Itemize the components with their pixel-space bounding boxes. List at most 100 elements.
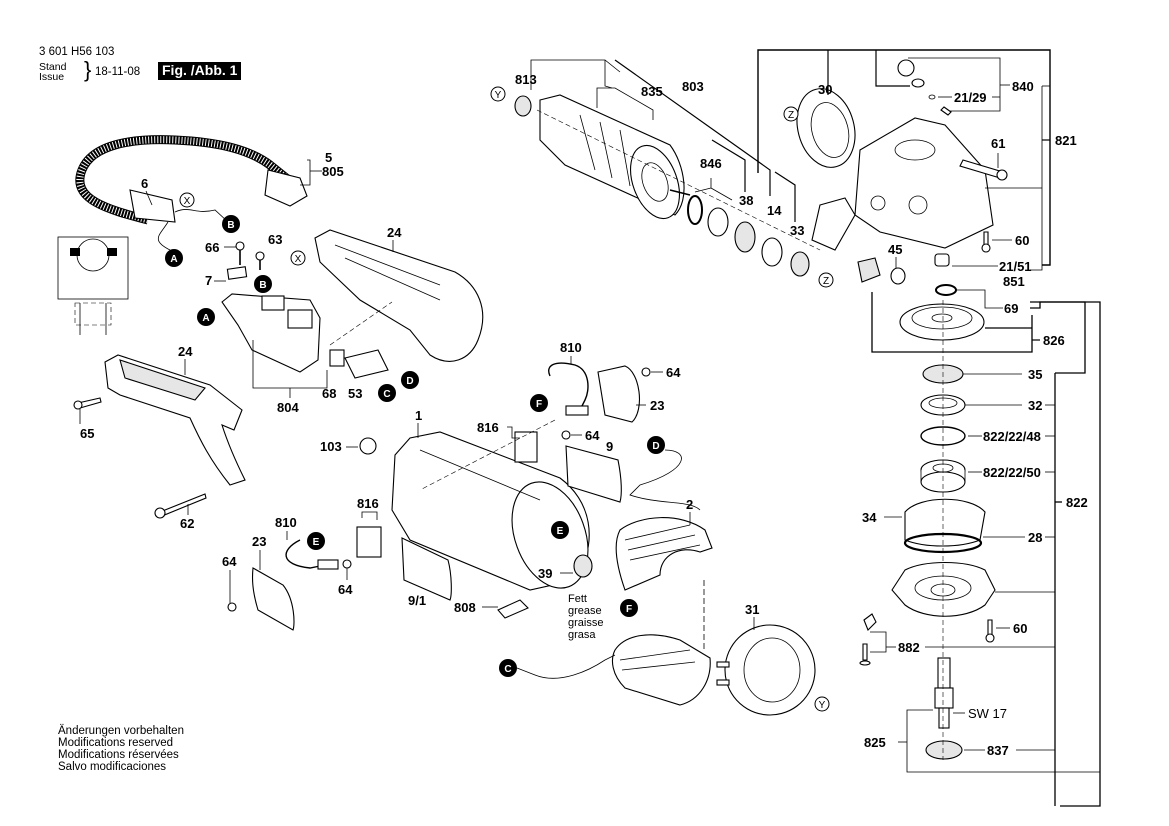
marker-Z-bearing: Z <box>818 272 834 288</box>
stand-issue-label: Stand Issue <box>39 61 67 83</box>
label-64-c: 64 <box>338 582 353 597</box>
label-63: 63 <box>268 232 282 247</box>
stand-label: Stand <box>39 61 67 73</box>
label-60-lower: 60 <box>1013 621 1027 636</box>
label-23-lower: 23 <box>252 534 266 549</box>
label-39: 39 <box>538 566 552 581</box>
marker-D-coil: D <box>647 436 665 454</box>
svg-text:F: F <box>536 399 542 410</box>
label-816-lower: 816 <box>357 496 379 511</box>
svg-text:D: D <box>406 376 413 387</box>
plate-808 <box>497 599 529 619</box>
issue-date: 18-11-08 <box>95 66 141 78</box>
bevel-gear-pinion-30 <box>796 88 856 168</box>
switch-assembly <box>221 266 389 379</box>
plate-9-1 <box>401 537 452 601</box>
label-1: 1 <box>415 408 422 423</box>
marker-C-coil: C <box>499 659 517 677</box>
svg-text:F: F <box>626 604 632 615</box>
label-24-lower: 24 <box>178 344 193 359</box>
brush-holder-lower <box>356 526 382 558</box>
label-38: 38 <box>739 193 753 208</box>
marker-B-upper: B <box>222 215 240 233</box>
label-21-51: 21/51 <box>999 259 1032 274</box>
label-68: 68 <box>322 386 336 401</box>
label-825: 825 <box>864 735 886 750</box>
bearing-813 <box>514 95 532 117</box>
label-810-lower: 810 <box>275 515 297 530</box>
label-840: 840 <box>1012 79 1034 94</box>
marker-C-switch: C <box>378 384 396 402</box>
label-805: 805 <box>322 164 344 179</box>
label-34: 34 <box>862 510 877 525</box>
wiring-schematic <box>57 236 129 335</box>
marker-Y-armature: Y <box>490 86 506 102</box>
marker-E-lower: E <box>307 532 325 550</box>
label-9: 9 <box>606 439 613 454</box>
clamp-ring-34 <box>904 498 986 547</box>
label-60-upper: 60 <box>1015 233 1029 248</box>
label-53: 53 <box>348 386 362 401</box>
label-61: 61 <box>991 136 1005 151</box>
air-guide-ring-31 <box>716 624 816 716</box>
label-24-upper: 24 <box>387 225 402 240</box>
svg-text:A: A <box>170 254 177 265</box>
label-66: 66 <box>205 240 219 255</box>
field-coil-upper <box>615 517 713 591</box>
bearing-39 <box>573 554 593 578</box>
marker-B-lower: B <box>254 275 272 293</box>
label-822: 822 <box>1066 495 1088 510</box>
marker-E-housing: E <box>551 521 569 539</box>
pinion <box>857 257 881 283</box>
marker-Y-ring: Y <box>814 696 830 712</box>
label-810-upper: 810 <box>560 340 582 355</box>
label-851: 851 <box>1003 274 1025 289</box>
notice-fr: Modifications réservées <box>58 749 179 761</box>
marker-F-coil: F <box>620 599 638 617</box>
label-2: 2 <box>686 497 693 512</box>
label-803: 803 <box>682 79 704 94</box>
label-23-upper: 23 <box>650 398 664 413</box>
handle-half-lower <box>104 354 246 486</box>
svg-text:Y: Y <box>495 90 502 101</box>
svg-text:E: E <box>313 537 320 548</box>
label-45: 45 <box>888 242 902 257</box>
label-32: 32 <box>1028 398 1042 413</box>
label-5: 5 <box>325 150 332 165</box>
notice-es: Salvo modificaciones <box>58 761 167 773</box>
label-35: 35 <box>1028 367 1042 382</box>
marker-F-upper: F <box>530 394 548 412</box>
label-64-a: 64 <box>666 365 681 380</box>
label-835: 835 <box>641 84 663 99</box>
svg-text:B: B <box>259 280 266 291</box>
brace-glyph: } <box>84 57 92 82</box>
marker-Z-gear: Z <box>783 106 799 122</box>
flange-nut-837 <box>925 740 963 760</box>
svg-text:C: C <box>504 664 511 675</box>
label-813: 813 <box>515 72 537 87</box>
dust-filter <box>811 197 856 251</box>
gear-housing <box>854 117 994 249</box>
label-882: 882 <box>898 640 920 655</box>
figure-label: Fig. /Abb. 1 <box>158 62 242 80</box>
label-816-upper: 816 <box>477 420 499 435</box>
label-7: 7 <box>205 273 212 288</box>
document-number: 3 601 H56 103 <box>39 46 115 58</box>
issue-label: Issue <box>39 71 65 83</box>
spindle <box>934 657 954 729</box>
brush-holder-upper <box>514 431 538 463</box>
svg-text:E: E <box>557 526 564 537</box>
grease-note-es: grasa <box>568 629 596 641</box>
svg-text:X: X <box>184 196 191 207</box>
marker-X-cord: X <box>179 192 195 208</box>
field-coil-lower <box>611 634 711 706</box>
label-822-22-50: 822/22/50 <box>983 465 1041 480</box>
grease-note-fr: graisse <box>568 617 603 629</box>
modifications-notice: Änderungen vorbehalten Modifications res… <box>58 725 184 773</box>
label-821: 821 <box>1055 133 1077 148</box>
label-846: 846 <box>700 156 722 171</box>
notice-en: Modifications reserved <box>58 737 174 749</box>
power-cord <box>75 135 308 251</box>
svg-text:Y: Y <box>819 700 826 711</box>
